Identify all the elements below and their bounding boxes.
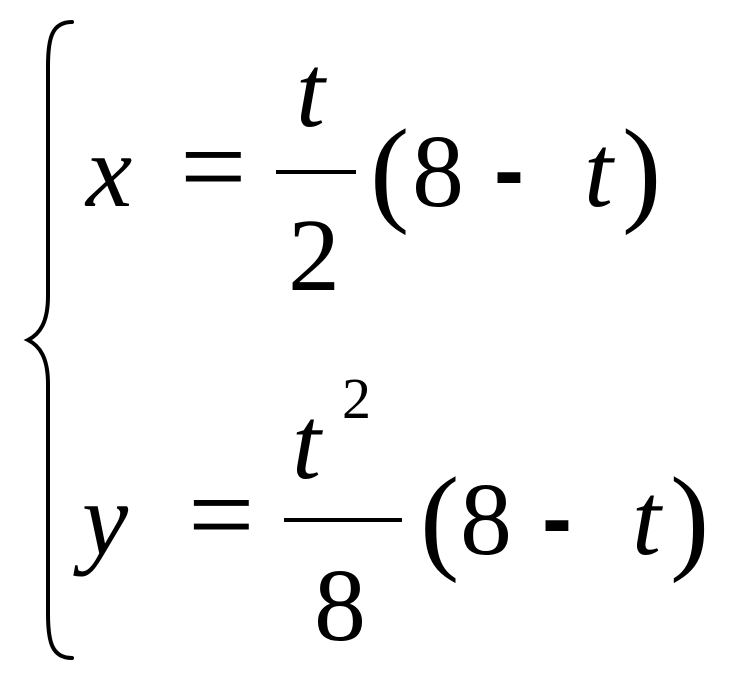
- variable-t: t: [632, 462, 661, 577]
- fraction-bar: [276, 170, 356, 174]
- fraction-numerator: t: [292, 386, 321, 501]
- constant-eight: 8: [412, 114, 464, 229]
- fraction-denominator: 8: [314, 548, 366, 663]
- left-brace: [23, 20, 74, 660]
- constant-eight: 8: [460, 462, 512, 577]
- lhs-variable-x: x: [86, 114, 133, 229]
- equals-sign: =: [180, 101, 247, 232]
- variable-t: t: [584, 114, 613, 229]
- open-paren: (: [420, 453, 460, 584]
- equation-row-y: y = t 2 8 ( 8 - t ): [0, 340, 733, 682]
- fraction-denominator: 2: [288, 198, 340, 313]
- close-paren: ): [622, 105, 662, 236]
- minus-sign: -: [494, 121, 524, 221]
- exponent: 2: [342, 366, 371, 431]
- equation-row-x: x = t 2 ( 8 - t ): [0, 0, 733, 340]
- lhs-variable-y: y: [82, 462, 129, 577]
- equals-sign: =: [188, 449, 255, 580]
- close-paren: ): [670, 453, 710, 584]
- fraction-bar: [284, 518, 402, 522]
- fraction-numerator: t: [296, 34, 325, 149]
- open-paren: (: [370, 105, 410, 236]
- minus-sign: -: [542, 469, 572, 569]
